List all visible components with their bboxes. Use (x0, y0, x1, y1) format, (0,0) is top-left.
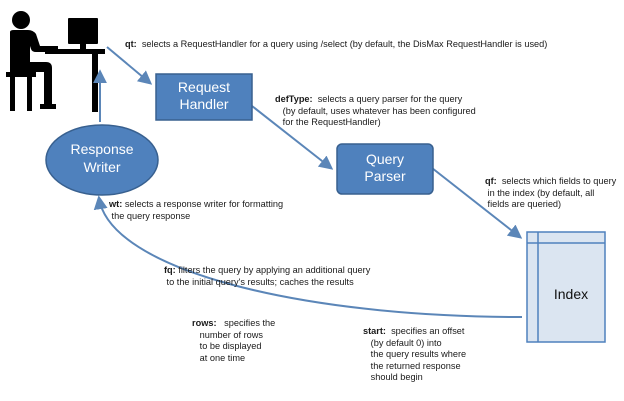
query-parser-label-2: Parser (364, 168, 406, 184)
annotation-fq: fq: filters the query by applying an add… (164, 265, 370, 288)
annotation-rows-text: specifies the number of rows to be displ… (199, 318, 276, 363)
annotation-fq-text: filters the query by applying an additio… (166, 265, 371, 287)
param-qt: qt: (125, 39, 137, 49)
param-start: start: (363, 326, 386, 336)
annotation-deftype: defType: selects a query parser for the … (275, 94, 476, 129)
annotation-deftype-text: selects a query parser for the query (by… (282, 94, 476, 128)
request-handler-label-2: Handler (179, 96, 228, 112)
param-rows: rows: (192, 318, 217, 328)
param-fq: fq: (164, 265, 176, 275)
annotation-start: start: specifies an offset (by default 0… (363, 326, 466, 384)
param-qf: qf: (485, 176, 497, 186)
annotation-wt-text: selects a response writer for formatting… (111, 199, 284, 221)
person-at-computer-icon (6, 11, 105, 112)
arrow-user-to-request-handler (106, 46, 153, 85)
annotation-rows: rows: specifies the number of rows to be… (192, 318, 275, 364)
annotation-qf-text: selects which fields to query in the ind… (487, 176, 617, 210)
annotation-qf: qf: selects which fields to query in the… (485, 176, 616, 211)
response-writer-label-1: Response (70, 141, 133, 157)
response-writer-label-2: Writer (83, 159, 120, 175)
index-label: Index (554, 286, 588, 302)
annotation-qt: qt: selects a RequestHandler for a query… (125, 39, 547, 51)
arrow-index-to-response-writer (93, 195, 523, 318)
arrow-query-parser-to-index (431, 167, 523, 239)
arrow-request-handler-to-query-parser (251, 105, 334, 170)
param-wt: wt: (109, 199, 123, 209)
query-parser-label-1: Query (366, 151, 404, 167)
flow-arrows (93, 46, 523, 318)
request-handler-label-1: Request (178, 79, 230, 95)
request-handler-node: Request Handler (155, 73, 253, 121)
param-deftype: defType: (275, 94, 313, 104)
query-parser-node: Query Parser (336, 143, 434, 195)
annotation-wt: wt: selects a response writer for format… (109, 199, 283, 222)
annotation-start-text: specifies an offset (by default 0) into … (370, 326, 467, 383)
index-node: Index (526, 231, 606, 343)
response-writer-node: Response Writer (45, 124, 159, 196)
annotation-qt-text: selects a RequestHandler for a query usi… (136, 39, 548, 49)
